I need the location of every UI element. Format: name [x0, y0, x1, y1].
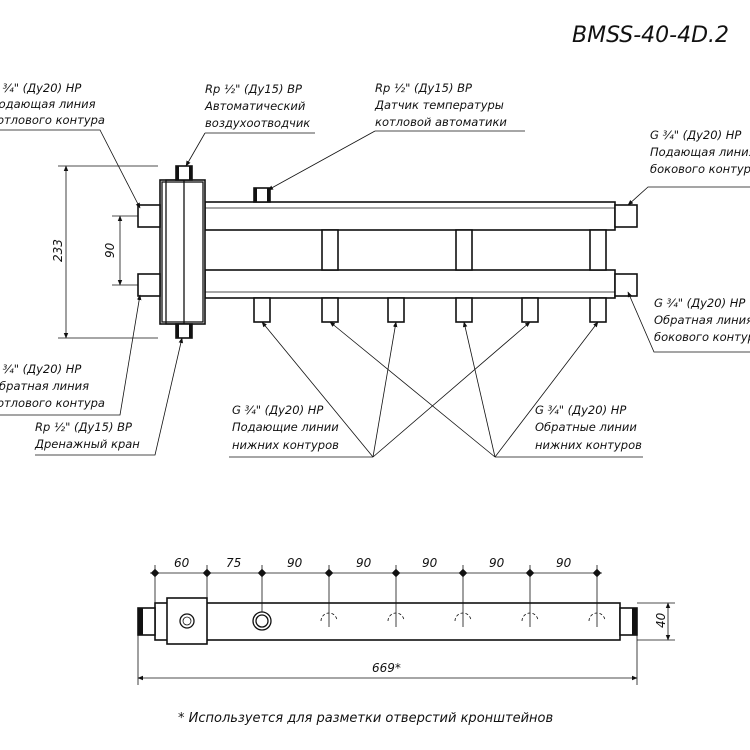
- top-view-body: [154, 602, 621, 641]
- dim-length-total: 669*: [372, 661, 401, 675]
- label-temp-sensor: Rp ½" (Ду15) ВР Датчик температуры котло…: [374, 81, 508, 129]
- dim-spacing-1: 60: [174, 556, 190, 570]
- dim-spacing-6: 90: [489, 556, 505, 570]
- side-supply-pipe: [614, 204, 638, 228]
- label-lower-return: G ¾" (Ду20) НР Обратные линии нижних кон…: [535, 403, 642, 452]
- outlet-pipe-1: [253, 297, 271, 323]
- label-boiler-supply: G ¾" (Ду20) НР Подающая линия котлового …: [0, 81, 105, 127]
- outlet-pipe-6: [589, 297, 607, 323]
- label-side-return: G ¾" (Ду20) НР Обратная линия бокового к…: [654, 296, 750, 344]
- dim-height-between: 90: [103, 242, 117, 258]
- boiler-supply-pipe: [137, 204, 161, 228]
- boiler-return-pipe: [137, 273, 161, 297]
- hydraulic-separator: [159, 179, 206, 325]
- dim-spacing-4: 90: [356, 556, 372, 570]
- connector-pipe-2: [455, 229, 473, 271]
- label-drain: Rp ½" (Ду15) ВР Дренажный кран: [34, 420, 140, 451]
- upper-manifold-pipe: [204, 201, 616, 231]
- dim-spacing-5: 90: [422, 556, 438, 570]
- dim-height-total: 233: [51, 239, 65, 262]
- dim-spacing-7: 90: [556, 556, 572, 570]
- top-view-air-vent: [179, 613, 195, 629]
- top-view-separator: [166, 597, 208, 645]
- callout-labels: G ¾" (Ду20) НР Подающая линия котлового …: [0, 81, 750, 452]
- top-view-outlets: [320, 612, 606, 627]
- front-dimensions: 233 90: [51, 165, 158, 339]
- label-boiler-return: G ¾" (Ду20) НР Обратная линия котлового …: [0, 362, 105, 410]
- dim-spacing-3: 90: [287, 556, 303, 570]
- label-side-supply: G ¾" (Ду20) НР Подающая линия бокового к…: [650, 128, 750, 176]
- connector-pipe-3: [589, 229, 607, 271]
- top-dimensions: 60 75 90 90 90 90 90 40 669*: [137, 556, 675, 685]
- dim-spacing-2: 75: [226, 556, 241, 570]
- drawing-title: BMSS-40-4D.2: [572, 23, 729, 48]
- lower-manifold-pipe: [204, 269, 616, 299]
- top-view: [137, 597, 638, 645]
- side-return-pipe: [614, 273, 638, 297]
- leader-lines: [0, 129, 750, 458]
- dim-depth: 40: [654, 612, 668, 628]
- connector-pipe-1: [321, 229, 339, 271]
- outlet-pipe-4: [455, 297, 473, 323]
- outlet-pipe-5: [521, 297, 539, 323]
- outlet-pipe-3: [387, 297, 405, 323]
- footnote: * Используется для разметки отверстий кр…: [178, 711, 553, 726]
- outlet-pipe-2: [321, 297, 339, 323]
- label-lower-supply: G ¾" (Ду20) НР Подающие линии нижних кон…: [232, 403, 342, 452]
- label-air-vent: Rp ½" (Ду15) ВР Автоматический воздухоот…: [204, 82, 310, 130]
- front-view: [137, 165, 638, 339]
